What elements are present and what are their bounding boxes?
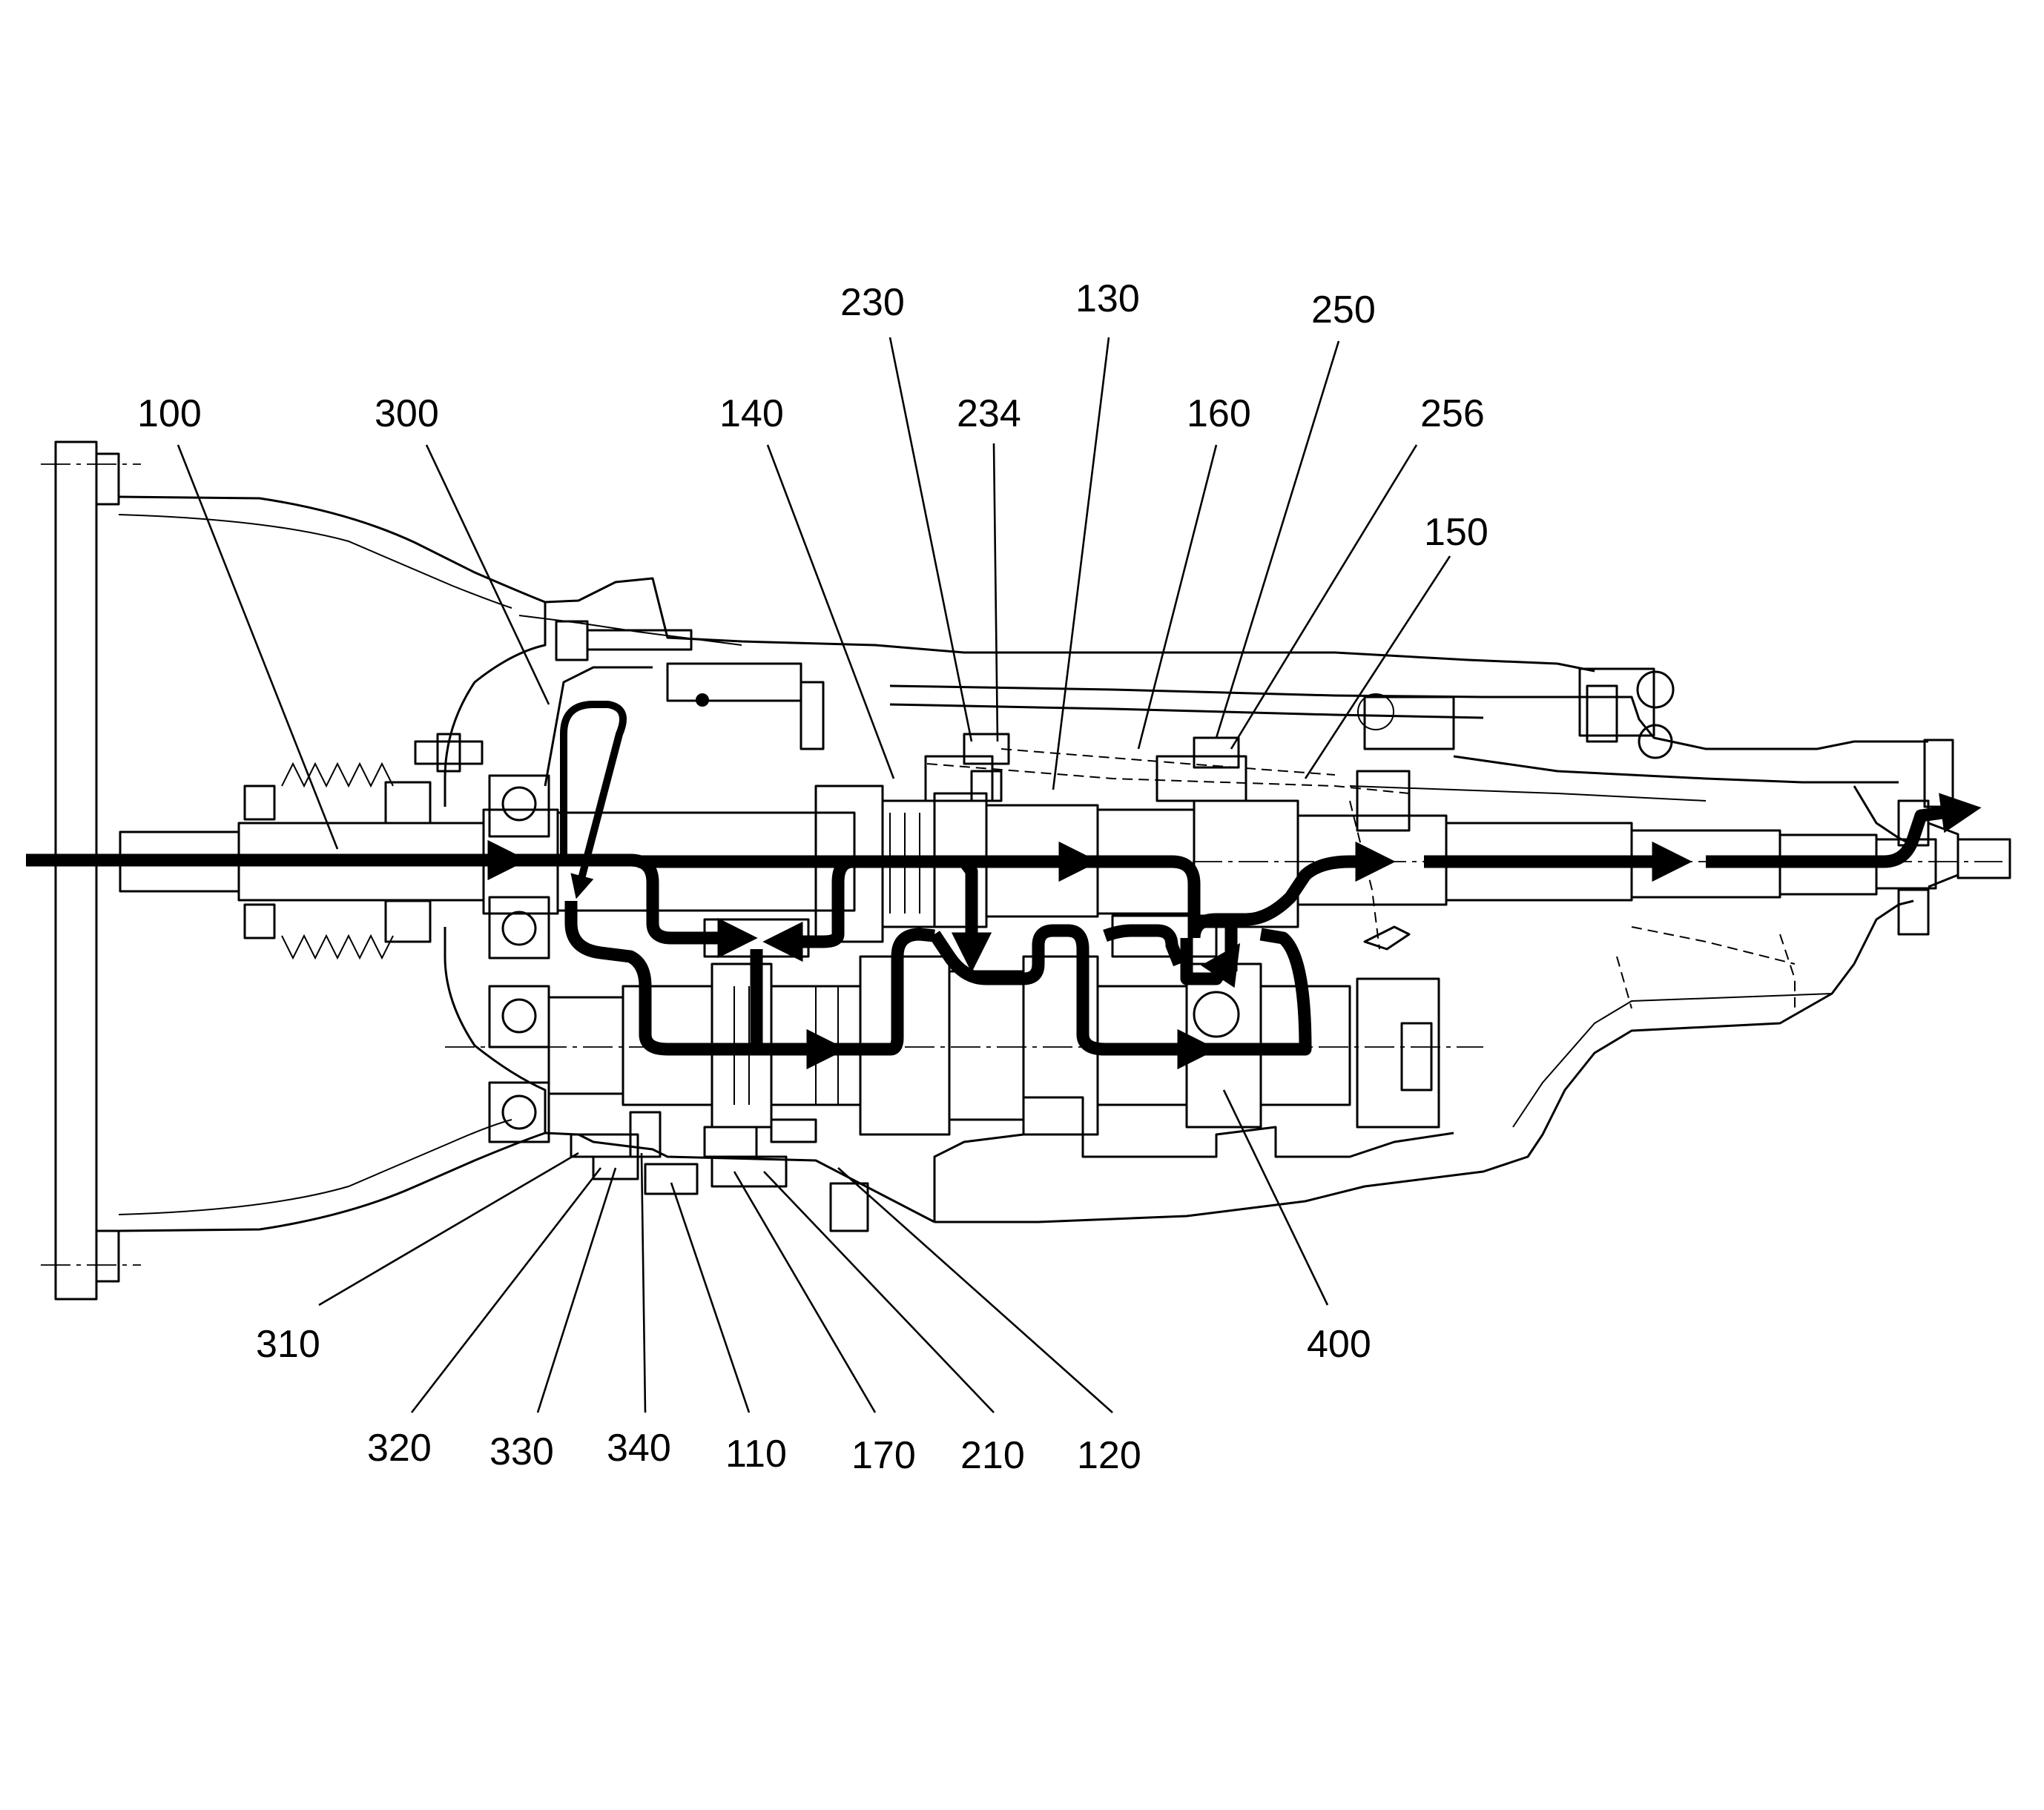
counter-shaft — [445, 955, 1483, 1136]
label-120: 120 — [1077, 1434, 1141, 1477]
label-160: 160 — [1187, 392, 1251, 435]
label-150: 150 — [1424, 511, 1489, 554]
label-310: 310 — [256, 1323, 320, 1366]
label-250: 250 — [1311, 288, 1376, 331]
power-flow-paths — [26, 701, 1982, 1070]
reference-labels: 100 300 140 230 234 130 160 250 256 150 … — [137, 277, 1489, 1477]
synchronizer-assemblies — [570, 733, 1796, 1195]
label-100: 100 — [137, 392, 202, 435]
label-110: 110 — [725, 1433, 787, 1476]
label-130: 130 — [1075, 277, 1140, 320]
label-230: 230 — [840, 281, 905, 324]
bell-housing — [41, 440, 547, 1301]
label-320: 320 — [367, 1427, 432, 1470]
label-256: 256 — [1420, 392, 1485, 435]
label-140: 140 — [719, 392, 784, 435]
label-340: 340 — [607, 1427, 671, 1470]
label-210: 210 — [960, 1434, 1025, 1477]
label-170: 170 — [851, 1434, 916, 1477]
label-400: 400 — [1307, 1323, 1371, 1366]
label-234: 234 — [957, 392, 1021, 435]
main-case — [414, 577, 2011, 1232]
leader-lines — [177, 337, 1451, 1413]
label-330: 330 — [489, 1430, 554, 1473]
label-300: 300 — [375, 392, 439, 435]
